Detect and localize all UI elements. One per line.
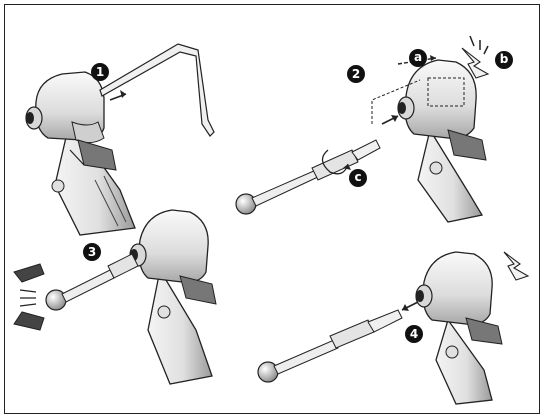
handpiece-1 (25, 71, 136, 236)
step-marker-1-label: 1 (96, 65, 104, 79)
callout-marker-a-label: a (414, 50, 422, 64)
bur-tool-2 (235, 139, 381, 215)
callout-marker-c-label: c (354, 170, 361, 184)
panel-step-4 (257, 251, 530, 405)
hex-wrench (99, 43, 215, 137)
step-marker-3: 3 (83, 243, 101, 261)
step-marker-4: 4 (405, 325, 423, 343)
step-marker-2-label: 2 (352, 67, 360, 81)
panel-step-1 (25, 43, 215, 236)
illustration-frame (4, 4, 540, 414)
handpiece-4 (415, 251, 503, 405)
panel-step-3 (13, 209, 217, 385)
step-marker-4-label: 4 (410, 327, 418, 341)
press-indicator-b (461, 35, 490, 79)
bur-tool-3 (45, 253, 139, 311)
callout-marker-c: c (349, 169, 367, 187)
callout-marker-b-label: b (500, 52, 509, 66)
handpiece-2 (397, 59, 487, 223)
callout-marker-a: a (409, 49, 427, 67)
panel-step-2 (235, 35, 490, 223)
bur-tool-4 (257, 309, 403, 383)
callout-marker-b: b (495, 51, 513, 69)
handpiece-3 (129, 209, 217, 385)
step-marker-1: 1 (91, 63, 109, 81)
press-indicator-4 (503, 251, 530, 281)
rotation-arrow (321, 149, 349, 175)
step-marker-3-label: 3 (88, 245, 96, 259)
step-marker-2: 2 (347, 65, 365, 83)
pull-test-arrows (13, 263, 45, 331)
